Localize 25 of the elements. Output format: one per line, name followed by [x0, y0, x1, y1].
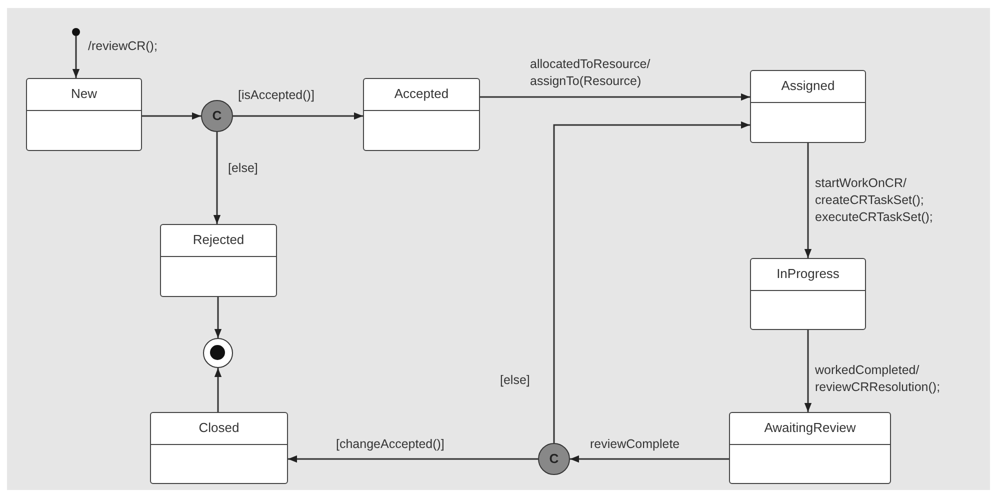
state-box: Assigned	[750, 70, 866, 143]
state-box: AwaitingReview	[729, 412, 891, 484]
edge-label: [else]	[228, 160, 258, 177]
state-box: InProgress	[750, 258, 866, 330]
state-box: New	[26, 78, 142, 151]
edge-label: /reviewCR();	[88, 38, 158, 55]
transition-arrow	[214, 297, 222, 338]
edge-label: [changeAccepted()]	[336, 436, 444, 453]
transition-arrow	[553, 121, 750, 443]
transition-arrow	[804, 330, 812, 412]
transition-arrow	[480, 93, 750, 101]
transition-arrow	[233, 112, 363, 120]
edge-label: reviewComplete	[590, 436, 680, 453]
state-box: Accepted	[363, 78, 480, 151]
transition-arrow	[213, 132, 221, 224]
transition-arrow	[570, 455, 729, 463]
edge-label: [isAccepted()]	[238, 87, 314, 104]
transition-arrow	[214, 368, 222, 412]
edge-label: [else]	[500, 372, 530, 389]
transition-arrow	[142, 112, 201, 120]
transition-arrow	[72, 36, 80, 78]
transition-arrow	[288, 455, 538, 463]
state-box: Rejected	[160, 224, 277, 297]
state-box: Closed	[150, 412, 288, 484]
transition-arrow	[804, 143, 812, 258]
